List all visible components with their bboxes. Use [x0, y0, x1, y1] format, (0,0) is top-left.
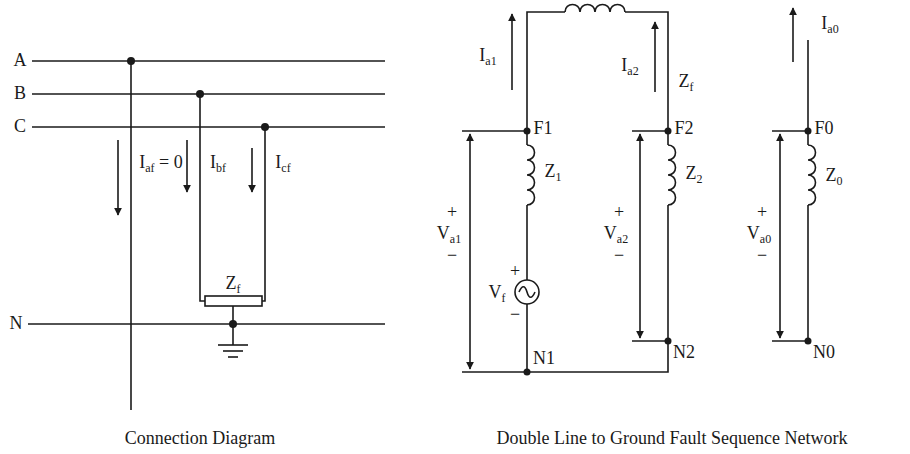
node-name: F2 [674, 119, 693, 137]
ground-symbol [228, 356, 238, 358]
terminal-tick [772, 340, 808, 342]
voltage-source [515, 280, 539, 304]
polarity-sign: + [614, 203, 624, 221]
fault-impedance [205, 296, 262, 306]
junction-dot [127, 57, 135, 65]
ground-symbol [223, 350, 243, 352]
impedance-label: Zf [226, 274, 241, 295]
wire [527, 12, 565, 131]
phase-b-drop [200, 94, 205, 301]
terminal-tick [632, 340, 668, 342]
phase-c-drop [262, 127, 265, 301]
impedance-label: Z2 [686, 164, 703, 185]
current-arrow [654, 22, 656, 92]
junction-dot [524, 369, 531, 376]
polarity-sign: − [614, 246, 624, 264]
current-label: Ia1 [479, 46, 496, 67]
line-name: C [14, 117, 26, 135]
wire [807, 205, 809, 341]
impedance-label: Z1 [545, 162, 562, 183]
line-name: A [14, 51, 27, 69]
junction-dot [665, 128, 672, 135]
current-arrow [117, 140, 119, 215]
junction-dot [665, 338, 672, 345]
neutral-line [28, 323, 385, 325]
inductor-symbol [527, 145, 535, 205]
voltage-label: Va1 [437, 224, 461, 245]
current-arrow [251, 148, 253, 192]
terminal-tick [632, 130, 668, 132]
current-arrow [186, 140, 188, 192]
polarity-sign: + [757, 203, 767, 221]
line-name: N [10, 314, 23, 332]
current-label: Ia0 [821, 14, 838, 35]
junction-dot [805, 128, 812, 135]
inductor-symbol [668, 145, 676, 205]
phase-a-line [32, 60, 385, 62]
ground-symbol [218, 344, 248, 346]
wire [527, 304, 668, 372]
phase-a-drop [130, 61, 132, 410]
node-name: N2 [673, 343, 695, 361]
junction-dot [524, 128, 531, 135]
current-label: Iaf = 0 [139, 153, 182, 174]
phase-b-line [32, 93, 385, 95]
polarity-sign: − [510, 305, 520, 323]
wire [667, 205, 669, 341]
current-label: Ia2 [621, 56, 638, 77]
voltage-arrow [779, 134, 781, 338]
wire [625, 12, 668, 145]
node-name: F1 [533, 119, 552, 137]
polarity-sign: + [447, 203, 457, 221]
inductor-symbol [808, 145, 816, 205]
caption: Double Line to Ground Fault Sequence Net… [497, 429, 848, 447]
junction-dot [229, 320, 237, 328]
node-name: F0 [814, 119, 833, 137]
caption: Connection Diagram [125, 429, 275, 447]
current-label: Ibf [210, 153, 226, 174]
junction-dot [805, 338, 812, 345]
current-arrow [511, 14, 513, 90]
voltage-label: Va2 [604, 224, 628, 245]
node-name: N1 [533, 349, 555, 367]
junction-dot [261, 123, 269, 131]
impedance-label: Z0 [826, 166, 843, 187]
polarity-sign: − [447, 246, 457, 264]
current-arrow [792, 8, 794, 62]
phase-c-line [32, 126, 385, 128]
voltage-arrow [469, 134, 471, 369]
junction-dot [196, 90, 204, 98]
node-name: N0 [813, 343, 835, 361]
impedance-label: Zf [679, 72, 694, 93]
current-label: Icf [275, 153, 290, 174]
terminal-tick [462, 130, 527, 132]
line-name: B [14, 84, 26, 102]
wire [526, 205, 528, 280]
voltage-label: Va0 [747, 224, 771, 245]
terminal-tick [462, 371, 527, 373]
voltage-arrow [639, 134, 641, 338]
voltage-source [519, 287, 535, 298]
inductor-symbol [565, 5, 625, 13]
polarity-sign: − [757, 246, 767, 264]
polarity-sign: + [510, 262, 520, 280]
terminal-tick [772, 130, 808, 132]
voltage-label: Vf [489, 283, 506, 304]
